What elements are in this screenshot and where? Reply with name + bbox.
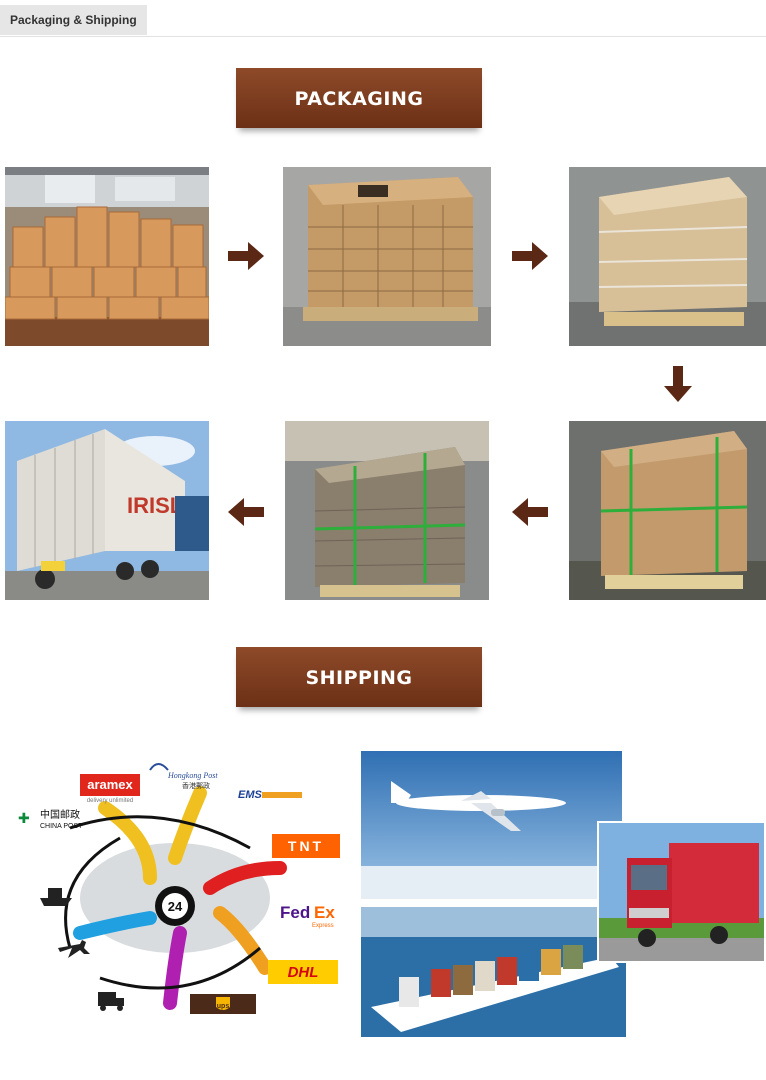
arrow-left-icon xyxy=(228,498,264,526)
photo-pallet-strapped xyxy=(569,421,766,600)
shipping-banner: SHIPPING xyxy=(236,647,482,707)
china-post-chinese: 中国邮政 xyxy=(40,808,80,821)
aramex-label: aramex xyxy=(87,777,133,792)
arrow-left-icon xyxy=(512,498,548,526)
photo-airplane xyxy=(361,751,622,899)
tnt-label: TNT xyxy=(288,838,324,854)
china-post-english: CHINA POST xyxy=(40,823,83,830)
dhl-logo xyxy=(268,960,338,984)
truck-icon xyxy=(98,992,124,1011)
fedex-label-fed: Fed xyxy=(280,903,310,922)
photo-container-ship xyxy=(361,907,626,1037)
ems-label: EMS xyxy=(238,789,263,801)
packaging-banner: PACKAGING xyxy=(236,68,482,128)
hongkong-post-label: Hongkong Post xyxy=(167,771,218,780)
photo-container-truck: IRISL xyxy=(5,421,209,600)
photo-red-truck xyxy=(597,821,766,963)
tnt-logo xyxy=(272,834,340,858)
shipping-title: SHIPPING xyxy=(305,667,413,689)
arrow-right-icon xyxy=(228,242,264,270)
container-text: IRISL xyxy=(127,493,183,518)
aramex-logo xyxy=(80,774,140,796)
photo-pallet-wrapped xyxy=(569,167,766,346)
china-post-icon: ✚ xyxy=(18,811,30,827)
photo-pallet-cartons xyxy=(283,167,491,346)
photo-bricks-stacked xyxy=(5,167,209,346)
ship-icon xyxy=(40,888,72,906)
hongkong-post-chinese: 香港郵政 xyxy=(182,781,210,790)
tab-packaging-shipping[interactable]: Packaging & Shipping xyxy=(0,5,147,35)
tab-bar: Packaging & Shipping xyxy=(0,0,766,37)
ups-label: ups xyxy=(217,1003,230,1010)
dhl-label: DHL xyxy=(288,964,319,981)
airplane-icon xyxy=(58,940,90,958)
hongkong-post-bird-icon xyxy=(149,763,169,771)
courier-logo-wheel: 24 aramex delivery unlimited Hongkong Po… xyxy=(10,748,348,1048)
aramex-subtitle: delivery unlimited xyxy=(87,798,133,804)
ems-stripe xyxy=(262,792,302,798)
arrow-right-icon xyxy=(512,242,548,270)
arrow-down-icon xyxy=(664,366,692,402)
fedex-subtitle: Express xyxy=(312,923,334,929)
hub-24-label: 24 xyxy=(168,899,183,914)
ups-shield-icon xyxy=(216,997,230,1010)
packaging-title: PACKAGING xyxy=(294,88,424,110)
fedex-label-ex: Ex xyxy=(314,903,335,922)
photo-pallet-strapped-film xyxy=(285,421,489,600)
